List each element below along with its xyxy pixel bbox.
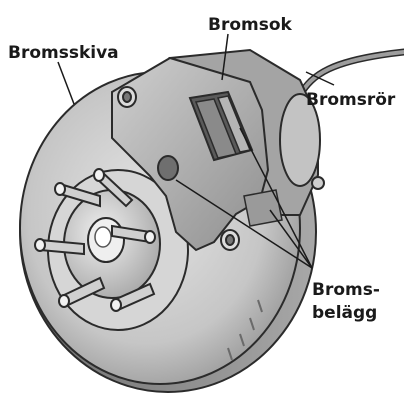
- label-bromsskiva: Bromsskiva: [8, 43, 119, 63]
- label-bromsok: Bromsok: [208, 15, 293, 35]
- label-bromsbelagg-line2: belägg: [312, 303, 377, 323]
- leader-pads-b: [239, 127, 313, 269]
- leader-disc: [57, 61, 75, 105]
- brake-pad-lower: [243, 189, 283, 227]
- caliper-bolts: [117, 86, 240, 251]
- leader-caliper: [221, 33, 229, 81]
- disc-vent-slots: [227, 299, 263, 361]
- bleed-screw: [311, 176, 325, 190]
- brake-pad-inner: [216, 95, 252, 153]
- leader-pads-c: [269, 209, 313, 269]
- leader-pads-a: [175, 179, 313, 269]
- label-bromsror: Bromsrör: [306, 90, 396, 110]
- label-bromsbelagg-line1: Broms-: [312, 280, 380, 300]
- wheel-stud: [110, 282, 156, 312]
- wheel-stud: [34, 238, 85, 256]
- brake-pad-outer: [194, 98, 238, 159]
- leader-brake-line: [305, 71, 335, 86]
- brake-line-hose: [296, 48, 404, 99]
- wheel-stud: [93, 168, 134, 208]
- leader-lines: [57, 33, 335, 269]
- wheel-stud: [111, 224, 156, 244]
- wheel-stud: [54, 182, 101, 208]
- wheel-studs: [34, 168, 156, 312]
- wheel-stud: [58, 276, 106, 308]
